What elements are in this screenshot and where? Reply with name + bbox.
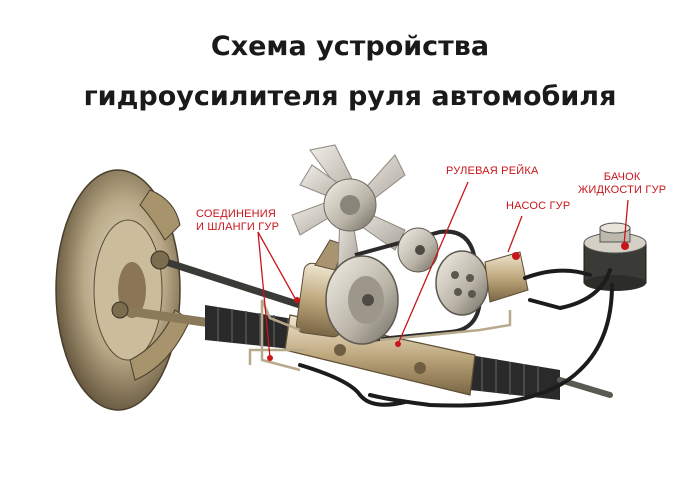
label-pump: НАСОС ГУР bbox=[506, 200, 571, 212]
label-reservoir-line-2: ЖИДКОСТИ ГУР bbox=[578, 184, 667, 196]
cooling-fan bbox=[291, 144, 406, 269]
wheel-hub-assembly bbox=[55, 169, 191, 411]
label-hoses-line-1: СОЕДИНЕНИЯ bbox=[196, 208, 277, 220]
crankshaft-pulley bbox=[325, 255, 399, 345]
callout-leader-lines bbox=[257, 181, 629, 359]
label-reservoir: БАЧОК ЖИДКОСТИ ГУР bbox=[578, 171, 666, 197]
power-steering-pump bbox=[435, 250, 529, 316]
label-hoses: СОЕДИНЕНИЯ И ШЛАНГИ ГУР bbox=[196, 208, 279, 234]
right-rack-boot bbox=[470, 355, 613, 400]
diagram-title-line-1: Схема устройства bbox=[210, 31, 490, 62]
label-reservoir-line-1: БАЧОК bbox=[603, 171, 641, 183]
hydraulic-hoses bbox=[298, 268, 614, 408]
diagram-title-line-2: гидроусилителя руля автомобиля bbox=[83, 81, 617, 112]
idler-pulley bbox=[397, 227, 439, 273]
metal-pipes bbox=[248, 299, 512, 372]
fluid-reservoir bbox=[583, 222, 647, 291]
label-steering-rack: РУЛЕВАЯ РЕЙКА bbox=[446, 165, 539, 177]
callout-markers bbox=[267, 297, 401, 361]
label-hoses-line-2: И ШЛАНГИ ГУР bbox=[196, 221, 280, 233]
